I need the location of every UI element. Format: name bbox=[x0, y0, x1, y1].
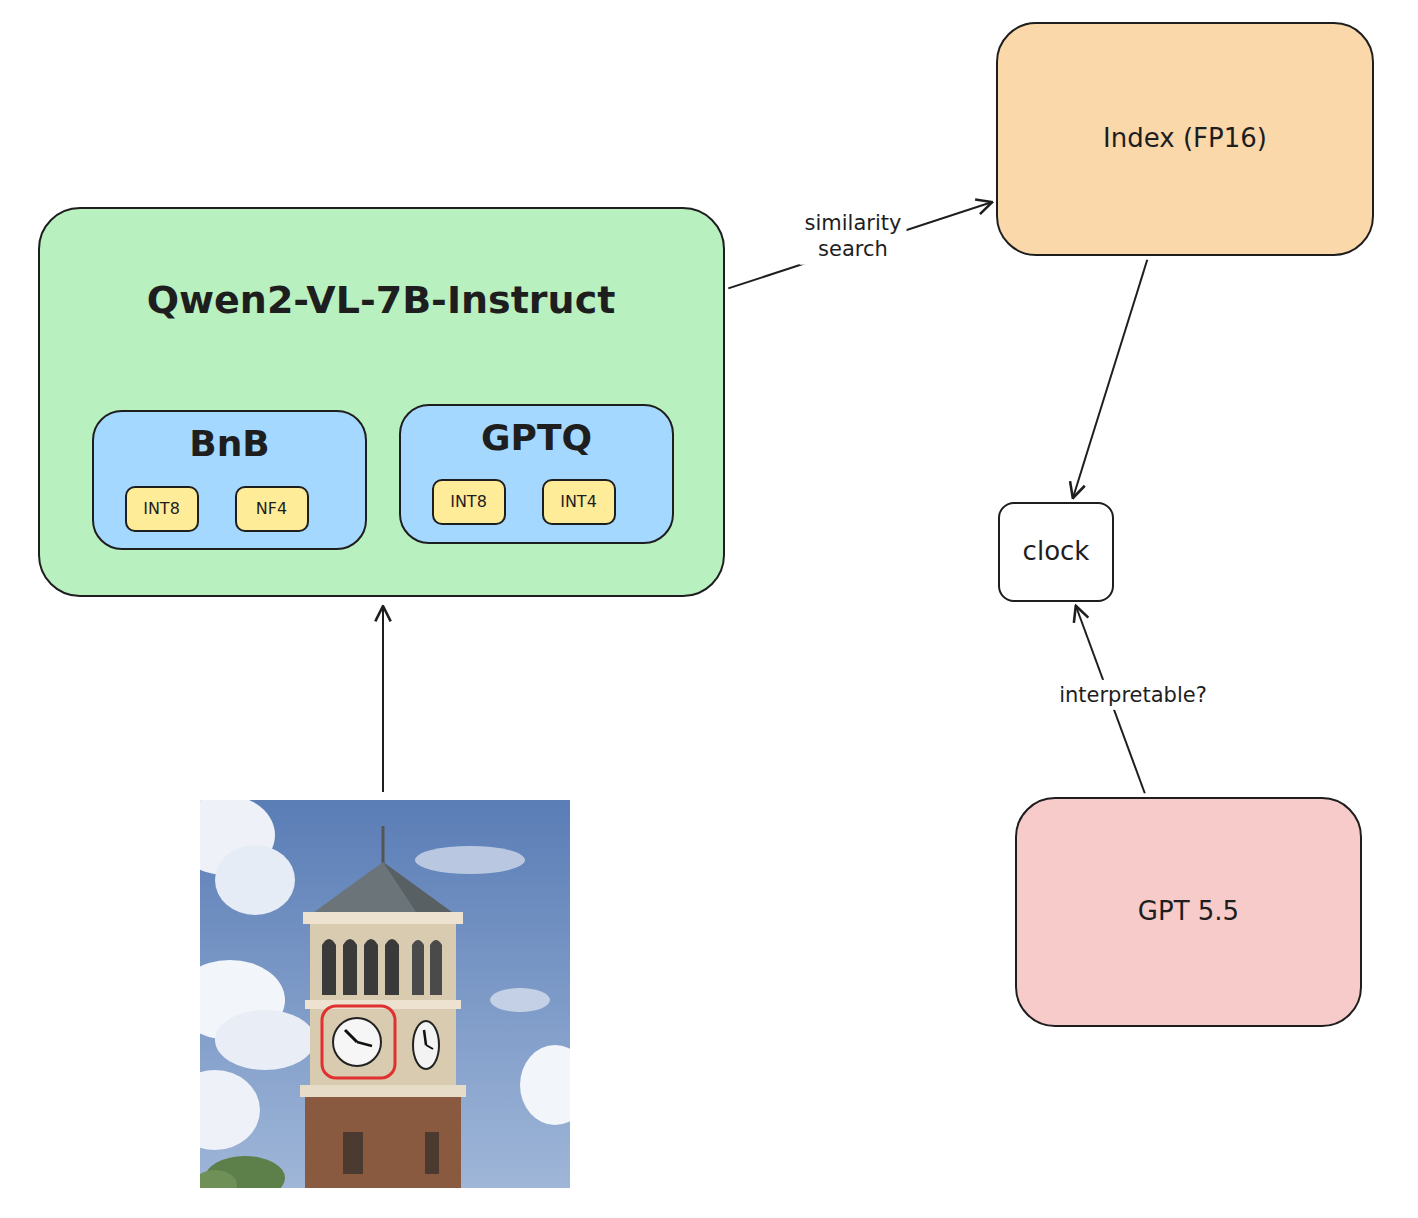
cornice bbox=[300, 1085, 466, 1097]
node-label: Index (FP16) bbox=[1103, 124, 1267, 154]
cloud bbox=[520, 1045, 570, 1125]
node-label: GPTQ bbox=[401, 417, 672, 458]
spire bbox=[382, 826, 385, 868]
quant-chip: INT4 bbox=[542, 479, 616, 525]
clock-face bbox=[333, 1018, 381, 1066]
arch bbox=[322, 939, 336, 995]
arch bbox=[343, 939, 357, 995]
node-label: BnB bbox=[94, 423, 365, 464]
vent bbox=[425, 1132, 439, 1174]
belfry bbox=[310, 924, 456, 1002]
highlight-box bbox=[322, 1006, 395, 1078]
clock-hand bbox=[345, 1030, 357, 1042]
quant-chip: INT8 bbox=[432, 479, 506, 525]
arch bbox=[385, 939, 399, 995]
arch bbox=[412, 940, 424, 995]
clock-hand bbox=[357, 1042, 372, 1046]
quant-group: GPTQ INT8 INT4 bbox=[399, 404, 674, 544]
input-arrow bbox=[382, 606, 384, 792]
tree bbox=[200, 1170, 237, 1188]
edge-label: similarity search bbox=[800, 208, 907, 265]
cornice bbox=[303, 912, 463, 924]
cloud bbox=[215, 1010, 315, 1070]
clock-hand bbox=[424, 1030, 426, 1045]
quant-chip: INT8 bbox=[125, 486, 199, 532]
clock-section bbox=[310, 1009, 456, 1086]
clock-tower-photo bbox=[200, 800, 570, 1188]
model-box: Qwen2-VL-7B-InstructBnB INT8 NF4 GPTQ INT8 IN… bbox=[38, 207, 725, 597]
arch bbox=[430, 940, 442, 995]
clock-hand bbox=[426, 1045, 433, 1049]
brick-base bbox=[305, 1097, 461, 1188]
quant-chip: NF4 bbox=[235, 486, 309, 532]
connector bbox=[728, 202, 992, 288]
roof bbox=[306, 862, 460, 918]
llm-box: GPT 5.5 bbox=[1015, 797, 1362, 1027]
index-box: Index (FP16) bbox=[996, 22, 1374, 256]
arch bbox=[364, 939, 378, 995]
cloud bbox=[215, 845, 295, 915]
clock-face bbox=[413, 1021, 439, 1069]
node-label: GPT 5.5 bbox=[1138, 897, 1239, 927]
roof-shade bbox=[383, 862, 460, 918]
connector bbox=[1073, 260, 1147, 498]
node-label: INT8 bbox=[450, 493, 487, 511]
cloud bbox=[200, 1070, 260, 1150]
edge-label: interpretable? bbox=[1054, 680, 1212, 710]
quant-group: BnB INT8 NF4 bbox=[92, 410, 367, 550]
vent bbox=[343, 1132, 363, 1174]
node-label: INT8 bbox=[143, 500, 180, 518]
node-label: INT4 bbox=[560, 493, 597, 511]
node-label: NF4 bbox=[256, 500, 287, 518]
cloud bbox=[490, 988, 550, 1012]
node-label: Qwen2-VL-7B-Instruct bbox=[40, 279, 723, 323]
result-box: clock bbox=[998, 502, 1114, 602]
cloud bbox=[415, 846, 525, 874]
node-label: clock bbox=[1023, 537, 1090, 567]
